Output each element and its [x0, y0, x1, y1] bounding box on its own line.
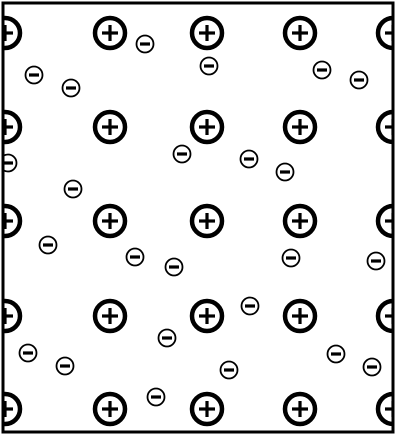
electron [364, 359, 381, 376]
electron [57, 358, 74, 375]
positive-ion [285, 301, 315, 331]
electron [283, 250, 300, 267]
particles-layer [0, 18, 396, 424]
positive-ion [285, 206, 315, 236]
electron [63, 80, 80, 97]
electron [242, 298, 259, 315]
electron [20, 345, 37, 362]
positive-ion [95, 301, 125, 331]
electron [351, 72, 368, 89]
electron [26, 67, 43, 84]
electron [159, 330, 176, 347]
electron [368, 253, 385, 270]
positive-ion [95, 18, 125, 48]
positive-ion [95, 112, 125, 142]
electron [221, 362, 238, 379]
electron [127, 249, 144, 266]
electron [148, 389, 165, 406]
electron [314, 62, 331, 79]
electron [137, 36, 154, 53]
electron [201, 58, 218, 75]
electron [174, 146, 191, 163]
electron [328, 346, 345, 363]
positive-ion [285, 18, 315, 48]
positive-ion [192, 206, 222, 236]
electron [166, 259, 183, 276]
positive-ion [192, 112, 222, 142]
positive-ion [95, 206, 125, 236]
positive-ion [192, 18, 222, 48]
positive-ion [192, 301, 222, 331]
electron [241, 151, 258, 168]
electron [65, 181, 82, 198]
positive-ion [285, 112, 315, 142]
electron [277, 164, 294, 181]
positive-ion [95, 394, 125, 424]
electron [40, 237, 57, 254]
positive-ion [285, 394, 315, 424]
positive-ion [192, 394, 222, 424]
